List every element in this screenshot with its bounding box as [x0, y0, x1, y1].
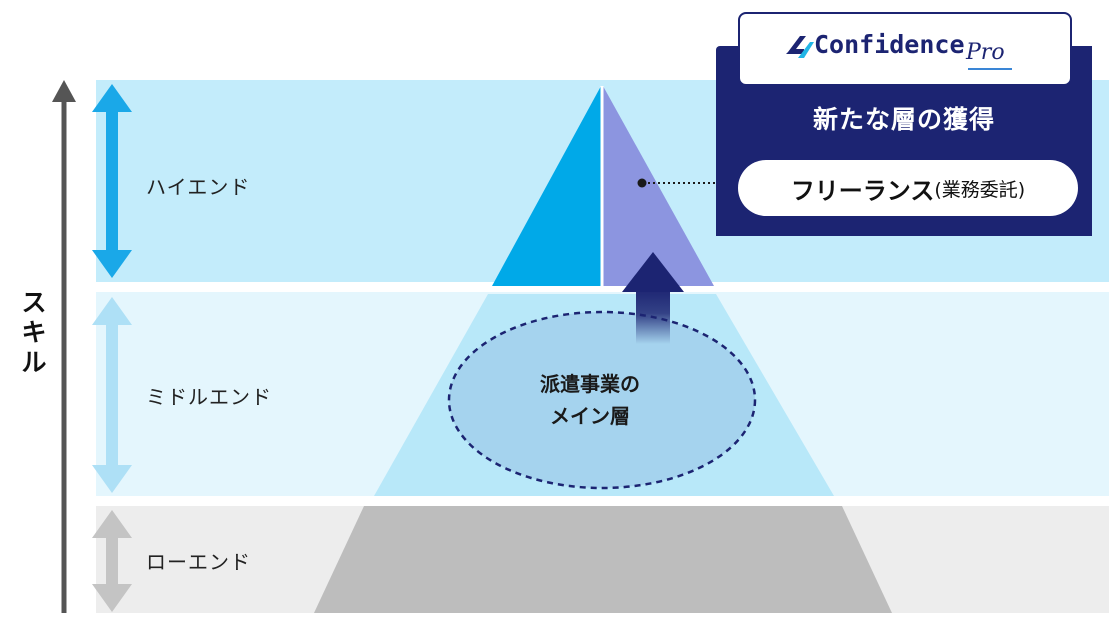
band-mid-arrow: [92, 297, 132, 493]
skill-axis-arrowhead: [52, 80, 76, 102]
growth-arrow-head: [622, 252, 684, 292]
pyramid-top-right: [603, 86, 714, 286]
core-layer-ellipse: [447, 310, 757, 490]
brand-mark-icon: [786, 36, 814, 58]
core-layer-label-line-2: メイン層: [550, 404, 630, 428]
brand-sub-underline: [968, 68, 1012, 70]
brand-logo: Confidence Pro: [738, 12, 1072, 86]
pyramid-bottom: [314, 506, 892, 613]
band-low-arrow: [92, 510, 132, 612]
growth-arrow-shaft: [636, 288, 670, 344]
band-high-arrow: [92, 84, 132, 278]
band-high-label: ハイエンド: [146, 175, 251, 199]
promo-title: 新たな層の獲得: [812, 105, 995, 134]
brand-sub: Pro: [966, 40, 1005, 65]
freelance-pill-sub: (業務委託): [934, 178, 1026, 201]
core-layer-label: 派遣事業の メイン層: [460, 368, 720, 432]
core-layer-label-line-1: 派遣事業の: [540, 372, 640, 396]
skill-axis-label: スキル: [21, 288, 47, 377]
freelance-marker-dot: [637, 178, 647, 188]
freelance-pill-main: フリーランス: [790, 176, 935, 205]
brand-name: Confidence: [814, 30, 965, 59]
freelance-pill: フリーランス (業務委託): [738, 160, 1078, 216]
pyramid-top-left: [492, 86, 601, 286]
band-mid-label: ミドルエンド: [146, 385, 272, 409]
band-low-label: ローエンド: [146, 550, 251, 574]
